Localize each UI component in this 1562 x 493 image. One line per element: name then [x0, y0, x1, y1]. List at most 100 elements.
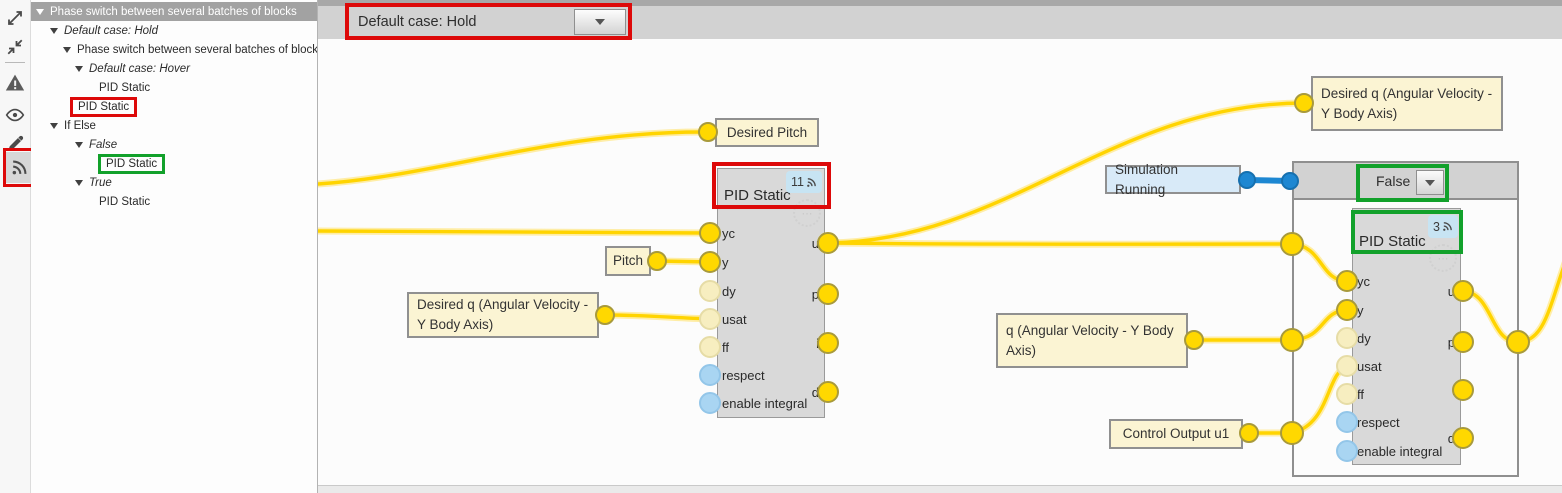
- tree-item-pid-static-selected-red[interactable]: PID Static: [31, 95, 317, 118]
- tree-item-label: If Else: [64, 119, 96, 132]
- visibility-icon[interactable]: [0, 101, 30, 129]
- connector-desired-pitch[interactable]: [698, 122, 718, 142]
- block-title: PID Static: [1359, 233, 1426, 250]
- tree-item-default-case-hold[interactable]: Default case: Hold: [31, 21, 317, 40]
- signal-label-desired-q-right[interactable]: Desired q (Angular Velocity - Y Body Axi…: [1311, 76, 1503, 131]
- if-else-header: False: [1294, 163, 1517, 200]
- port-usat-2[interactable]: [1336, 355, 1358, 377]
- tree-item-label: Phase switch between several batches of …: [77, 43, 317, 56]
- input-port-label-ff: ff: [722, 340, 729, 355]
- tree-green-highlight-box: PID Static: [98, 153, 166, 174]
- rss-icon: [807, 177, 816, 187]
- port-p-2[interactable]: [1452, 331, 1474, 353]
- connector-desired-q-left[interactable]: [595, 305, 615, 325]
- tree-item-label: Default case: Hover: [89, 62, 190, 75]
- tree-item-pid-static-1[interactable]: PID Static: [31, 78, 317, 97]
- ifelse-edge-port-in-1[interactable]: [1280, 232, 1304, 256]
- pid-static-block-2[interactable]: PID Static 3 ⋯ yc y dy usat ff respect e…: [1352, 208, 1461, 465]
- tree-item-phase-switch-root[interactable]: Phase switch between several batches of …: [31, 2, 317, 21]
- port-dy-1[interactable]: [699, 280, 721, 302]
- connector-simulation-running[interactable]: [1238, 171, 1256, 189]
- tree-item-true-branch[interactable]: True: [31, 173, 317, 192]
- input-port-label-respect: respect: [1357, 415, 1400, 430]
- if-else-container[interactable]: False: [1292, 161, 1519, 477]
- case-dropdown-highlight-box: [345, 3, 632, 40]
- tree-item-label: False: [89, 138, 118, 151]
- connector-q-y-body[interactable]: [1184, 330, 1204, 350]
- tree-item-label: True: [89, 176, 112, 189]
- tool-sidebar: [0, 0, 36, 493]
- port-respect-1[interactable]: [699, 364, 721, 386]
- signal-count-badge[interactable]: 11: [786, 171, 822, 193]
- port-enable-integral-1[interactable]: [699, 392, 721, 414]
- port-dy-2[interactable]: [1336, 327, 1358, 349]
- tree-collapse-arrow[interactable]: [75, 141, 83, 148]
- connector-desired-q-right[interactable]: [1294, 93, 1314, 113]
- output-port-label-d: d: [1448, 431, 1455, 446]
- sidebar-divider: [5, 62, 25, 63]
- tree-item-label: Default case: Hold: [64, 24, 158, 37]
- signal-label-pitch[interactable]: Pitch: [605, 246, 651, 276]
- port-y-2[interactable]: [1336, 299, 1358, 321]
- tree-collapse-arrow[interactable]: [50, 27, 58, 34]
- chevron-down-icon: [1425, 179, 1435, 186]
- tree-collapse-arrow[interactable]: [36, 8, 44, 15]
- tree-item-default-case-hover[interactable]: Default case: Hover: [31, 59, 317, 78]
- port-yc-2[interactable]: [1336, 270, 1358, 292]
- port-i-2[interactable]: [1452, 379, 1474, 401]
- port-ff-2[interactable]: [1336, 383, 1358, 405]
- ifelse-edge-port-in-2[interactable]: [1280, 328, 1304, 352]
- tree-collapse-arrow[interactable]: [63, 46, 71, 53]
- port-u-1[interactable]: [817, 232, 839, 254]
- ifelse-edge-port-in-3[interactable]: [1280, 421, 1304, 445]
- wire-to-desired-pitch: [318, 130, 704, 186]
- signal-label-simulation-running[interactable]: Simulation Running: [1105, 162, 1241, 197]
- tree-collapse-arrow[interactable]: [75, 179, 83, 186]
- tree-item-phase-switch-nested[interactable]: Phase switch between several batches of …: [31, 40, 317, 59]
- collapse-icon[interactable]: [0, 33, 30, 61]
- port-enable-integral-2[interactable]: [1336, 440, 1358, 462]
- canvas-toolbar: Default case: Hold: [318, 0, 1562, 40]
- expand-icon[interactable]: [0, 4, 30, 32]
- pid-static-block-1[interactable]: PID Static 11 ⋯ yc y dy usat ff respect …: [717, 168, 825, 418]
- output-port-label-p: p: [1448, 335, 1455, 350]
- case-dropdown-button[interactable]: [574, 9, 626, 35]
- ifelse-edge-port-out[interactable]: [1506, 330, 1530, 354]
- port-y-1[interactable]: [699, 251, 721, 273]
- branch-dropdown-button[interactable]: [1416, 170, 1444, 195]
- signal-label-desired-pitch[interactable]: Desired Pitch: [715, 118, 819, 147]
- port-yc-1[interactable]: [699, 222, 721, 244]
- port-usat-1[interactable]: [699, 308, 721, 330]
- signal-label-desired-q-left[interactable]: Desired q (Angular Velocity - Y Body Axi…: [407, 292, 599, 338]
- port-u-2[interactable]: [1452, 280, 1474, 302]
- port-d-1[interactable]: [817, 381, 839, 403]
- signal-label-q-y-body[interactable]: q (Angular Velocity - Y Body Axis): [996, 313, 1188, 368]
- port-d-2[interactable]: [1452, 427, 1474, 449]
- input-port-label-yc: yc: [722, 226, 735, 241]
- port-respect-2[interactable]: [1336, 411, 1358, 433]
- tree-item-pid-static-2[interactable]: PID Static: [31, 192, 317, 211]
- tree-collapse-arrow[interactable]: [50, 122, 58, 129]
- tree-item-pid-static-selected-green[interactable]: PID Static: [31, 152, 317, 175]
- connector-pitch[interactable]: [647, 251, 667, 271]
- live-signal-icon[interactable]: [6, 152, 33, 183]
- wire-u-to-ifelse: [826, 241, 1294, 246]
- tree-item-if-else[interactable]: If Else: [31, 116, 317, 135]
- port-p-1[interactable]: [817, 283, 839, 305]
- port-i-1[interactable]: [817, 332, 839, 354]
- tree-item-false-branch[interactable]: False: [31, 135, 317, 154]
- chevron-down-icon: [595, 19, 605, 25]
- signal-count-badge[interactable]: 3: [1428, 215, 1458, 238]
- signal-label-control-output-u1[interactable]: Control Output u1: [1109, 419, 1243, 449]
- tree-collapse-arrow[interactable]: [75, 65, 83, 72]
- warning-icon[interactable]: [0, 69, 30, 97]
- input-port-label-dy: dy: [722, 284, 736, 299]
- edit-pencil-icon[interactable]: [0, 130, 30, 158]
- wire-to-yc: [318, 229, 709, 235]
- input-port-label-usat: usat: [722, 312, 747, 327]
- connector-control-output-u1[interactable]: [1239, 423, 1259, 443]
- ifelse-edge-port-condition[interactable]: [1281, 172, 1299, 190]
- port-ff-1[interactable]: [699, 336, 721, 358]
- input-port-label-yc: yc: [1357, 274, 1370, 289]
- diagram-canvas[interactable]: Default case: Hold: [317, 0, 1562, 493]
